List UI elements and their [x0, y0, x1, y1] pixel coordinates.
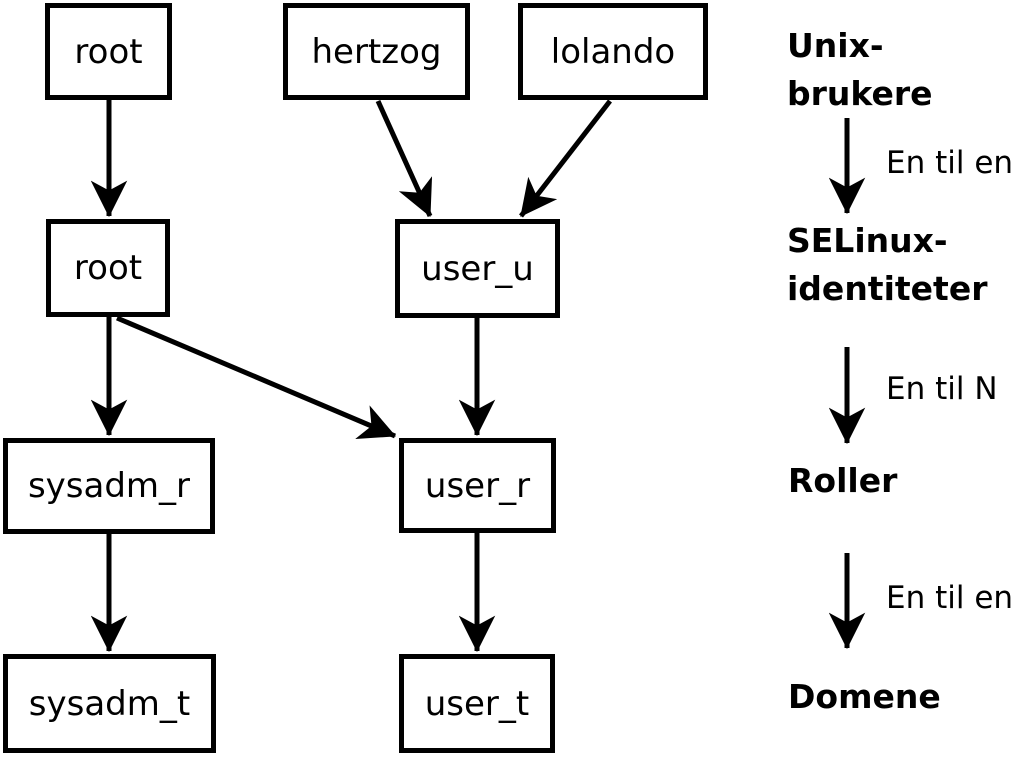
legend-relation-en-til-en-1: En til en: [886, 145, 1014, 181]
node-role-sysadm-r: sysadm_r: [3, 438, 215, 534]
edge-unix-hertzog-to-sel-user-u: [375, 99, 433, 218]
node-domain-sysadm-t: sysadm_t: [3, 654, 216, 753]
node-role-user-r: user_r: [399, 438, 556, 533]
node-unix-root: root: [45, 3, 172, 100]
node-label: sysadm_t: [28, 683, 191, 724]
legend-level-domene: Domene: [788, 677, 941, 716]
node-label: root: [73, 248, 143, 288]
node-label: root: [74, 31, 143, 72]
node-label: sysadm_r: [27, 466, 191, 506]
node-selinux-user-u: user_u: [395, 219, 560, 318]
node-domain-user-t: user_t: [399, 654, 555, 753]
node-label: user_u: [421, 248, 534, 289]
legend-level-unix-brukere: Unix-brukere: [787, 26, 933, 113]
legend-relation-en-til-n: En til N: [886, 371, 998, 407]
node-label: user_r: [424, 465, 531, 506]
legend-level-roller: Roller: [788, 461, 898, 500]
node-selinux-root: root: [46, 219, 170, 317]
edge-unix-lolando-to-sel-user-u: [519, 99, 612, 218]
legend-level-selinux-identiteter: SELinux- identiteter: [787, 221, 988, 308]
edge-sel-root-to-role-user-r: [116, 315, 397, 439]
node-unix-hertzog: hertzog: [283, 3, 470, 100]
node-label: hertzog: [311, 31, 442, 72]
node-label: user_t: [424, 683, 530, 724]
node-unix-lolando: lolando: [518, 3, 708, 100]
node-label: lolando: [550, 31, 676, 72]
legend-relation-en-til-en-2: En til en: [886, 580, 1014, 616]
